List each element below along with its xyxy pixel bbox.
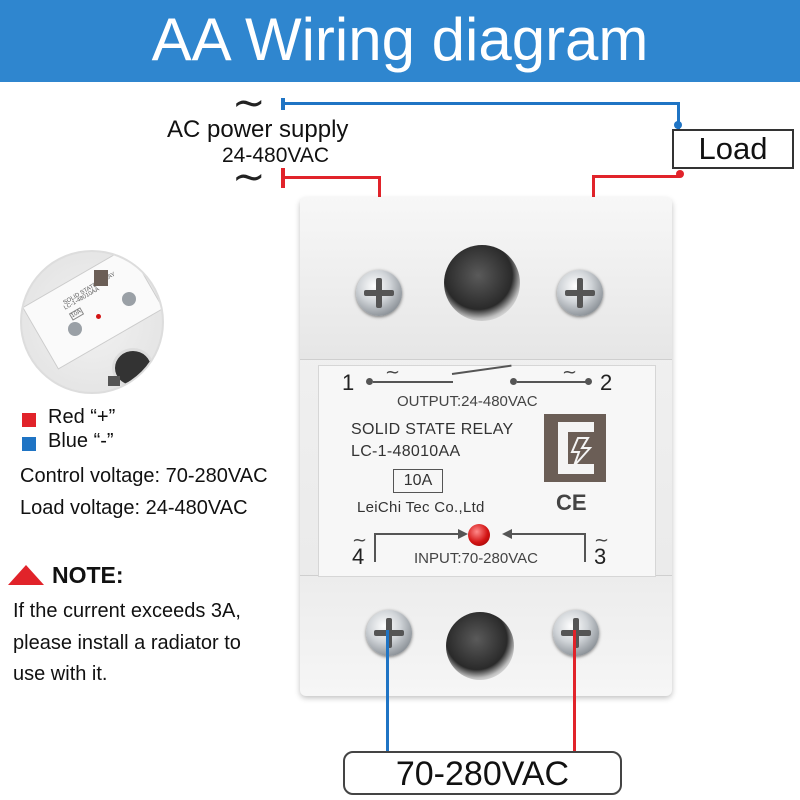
thumbnail-led	[96, 314, 101, 319]
switch-line-left	[373, 381, 453, 383]
screw-terminal-1	[356, 270, 402, 316]
blue-wire-down	[677, 102, 680, 130]
note-line-1: If the current exceeds 3A,	[13, 600, 241, 622]
red-wire-input	[573, 630, 576, 752]
blue-wire-dot	[674, 121, 682, 129]
manufacturer: LeiChi Tec Co.,Ltd	[357, 499, 485, 516]
screw-terminal-2	[557, 270, 603, 316]
input-tilde-left: ~	[352, 530, 368, 551]
ac-tilde-top: ~	[232, 80, 266, 126]
input-voltage-box: 70-280VAC	[343, 751, 622, 795]
legend-blue-swatch	[22, 437, 36, 451]
output-tilde-left: ~	[385, 362, 401, 383]
ce-mark: CE	[556, 490, 587, 515]
red-wire-right-horizontal	[592, 175, 680, 178]
legend-red-swatch	[22, 413, 36, 427]
note-line-3: use with it.	[13, 663, 108, 685]
logo-icon	[558, 422, 594, 474]
output-rating: OUTPUT:24-480VAC	[397, 393, 538, 410]
input-arrow-right-line	[512, 533, 586, 562]
mount-hole-top	[444, 245, 520, 321]
relay-model: LC-1-48010AA	[351, 443, 461, 460]
page-title: AA Wiring diagram	[151, 6, 649, 73]
screw-terminal-4	[366, 610, 412, 656]
terminal-3-label: 3	[594, 544, 607, 569]
red-wire-left-horizontal	[283, 176, 380, 179]
switch-line-right	[517, 381, 587, 383]
load-voltage: Load voltage: 24-480VAC	[20, 497, 248, 519]
screw-terminal-3	[553, 610, 599, 656]
input-tilde-right: ~	[594, 530, 610, 551]
thumbnail-logo	[94, 270, 108, 286]
input-arrow-right-head	[502, 529, 512, 539]
note-title: NOTE:	[52, 562, 124, 588]
legend-blue-label: Blue “-”	[48, 430, 114, 452]
title-banner: AA Wiring diagram	[0, 0, 800, 82]
control-voltage: Control voltage: 70-280VAC	[20, 465, 268, 487]
note-line-2: please install a radiator to	[13, 632, 241, 654]
terminal-1-label: 1	[342, 370, 355, 395]
thumbnail-slot	[108, 376, 120, 386]
relay-name: SOLID STATE RELAY	[351, 421, 514, 438]
input-led	[468, 524, 490, 546]
leichi-logo	[544, 414, 606, 482]
ac-supply-label: AC power supply	[167, 116, 349, 143]
switch-contact-right	[510, 378, 517, 385]
blue-wire-top	[283, 102, 679, 105]
input-arrow-left-head	[458, 529, 468, 539]
terminal-4-label: 4	[352, 544, 365, 569]
ac-tilde-bottom: ~	[232, 154, 266, 200]
thumbnail-screw-left	[68, 322, 82, 336]
thumbnail-screw-right	[122, 292, 136, 306]
legend-red-label: Red “+”	[48, 406, 116, 428]
switch-contact-left	[366, 378, 373, 385]
current-rating: 10A	[393, 469, 443, 493]
warning-icon	[8, 565, 44, 585]
load-box: Load	[672, 129, 794, 169]
output-tilde-right: ~	[562, 362, 578, 383]
input-arrows	[374, 529, 586, 562]
terminal-2-label: 2	[600, 370, 613, 395]
ac-supply-voltage: 24-480VAC	[222, 144, 330, 167]
input-rating: INPUT:70-280VAC	[414, 550, 538, 567]
blue-wire-input	[386, 630, 389, 752]
switch-contact-end	[585, 378, 592, 385]
mount-hole-bottom	[446, 612, 514, 680]
relay-thumbnail: SOLID STATE RELAY LC-1-48010AA 10A	[20, 250, 164, 394]
input-arrow-left-line	[374, 533, 458, 562]
red-wire-dot	[676, 170, 684, 178]
